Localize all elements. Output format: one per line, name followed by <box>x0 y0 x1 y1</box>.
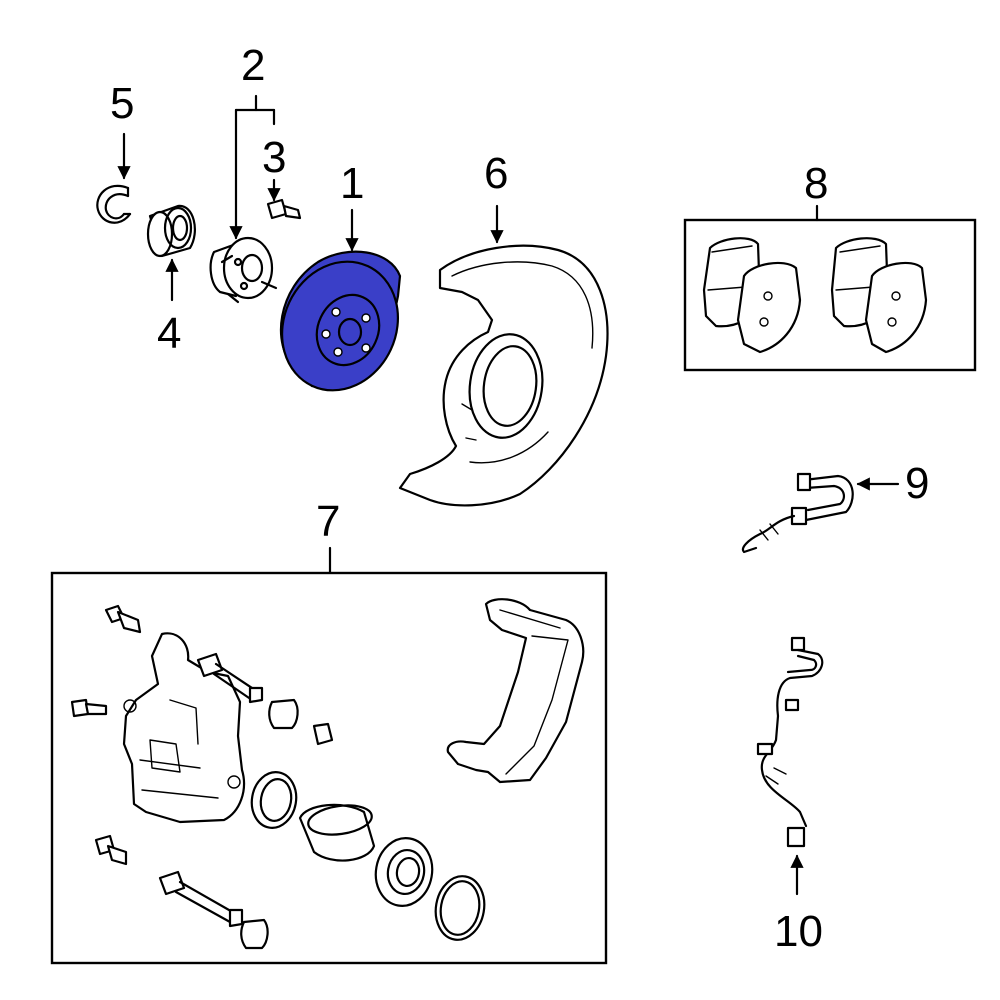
snap-ring-icon[interactable] <box>96 184 132 224</box>
callout-8[interactable]: 8 <box>804 159 828 208</box>
callout-2[interactable]: 2 <box>241 41 265 90</box>
brake-hose-icon[interactable] <box>741 472 854 554</box>
callout-9[interactable]: 9 <box>905 459 929 508</box>
splash-shield-icon[interactable] <box>398 244 609 507</box>
callout-7[interactable]: 7 <box>316 497 340 546</box>
callout-5[interactable]: 5 <box>110 79 134 128</box>
wheel-hub-icon[interactable] <box>209 236 278 304</box>
brake-pads-icon[interactable] <box>683 218 977 372</box>
brake-rotor-icon[interactable] <box>261 243 418 410</box>
wheel-bearing-icon[interactable] <box>146 204 196 258</box>
leader-arrows <box>117 94 900 896</box>
callout-4[interactable]: 4 <box>157 309 181 358</box>
abs-sensor-icon[interactable] <box>756 636 824 848</box>
callout-1[interactable]: 1 <box>340 159 364 208</box>
hub-bolt-icon[interactable] <box>266 198 302 220</box>
brake-caliper-icon[interactable] <box>50 571 608 965</box>
callout-6[interactable]: 6 <box>484 149 508 198</box>
callout-10[interactable]: 10 <box>774 907 823 956</box>
callout-3[interactable]: 3 <box>262 133 286 182</box>
